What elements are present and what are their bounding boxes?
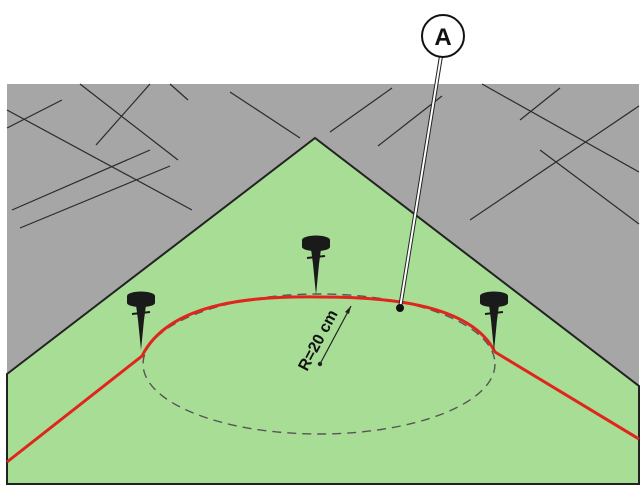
callout-label: A [434, 24, 451, 51]
radius-arrow [317, 305, 352, 367]
callout-leader-line [398, 55, 443, 309]
wire-point-marker [396, 304, 404, 312]
peg-icon [480, 291, 508, 351]
radius-circle [142, 293, 496, 435]
peg-icon [302, 235, 330, 295]
boundary-wire [6, 295, 640, 464]
paving-tile-lines [6, 83, 640, 229]
peg-icon [127, 291, 155, 350]
circle-callout-icon [421, 14, 465, 58]
